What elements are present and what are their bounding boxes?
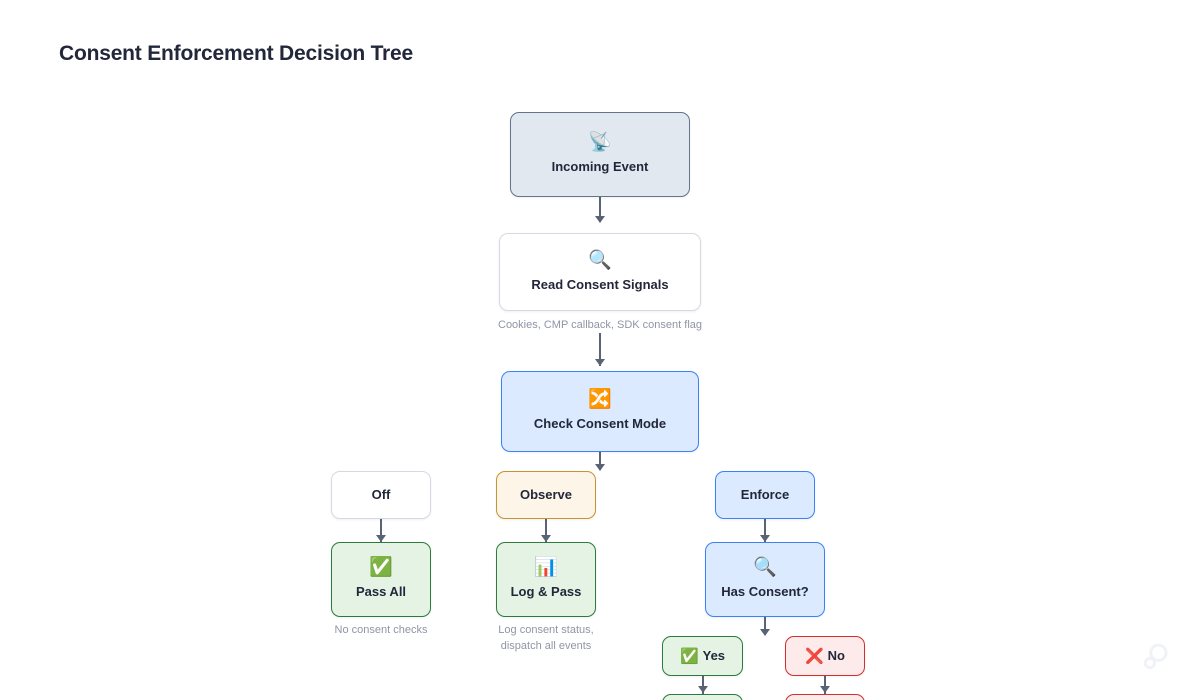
node-label: Has Consent? <box>721 584 809 600</box>
node-mode-enforce[interactable]: Enforce <box>715 471 815 519</box>
node-label: Yes <box>702 647 726 663</box>
node-label: Enforce <box>740 486 790 502</box>
page-title: Consent Enforcement Decision Tree <box>59 42 413 65</box>
watermark-logo <box>1143 643 1168 670</box>
arrowhead-enforce-to-hasconsent <box>760 535 770 542</box>
node-label: Log & Pass <box>510 584 582 600</box>
connector-enforce-to-hasconsent <box>764 519 766 542</box>
node-label: Read Consent Signals <box>531 276 669 292</box>
connector-check-to-observe <box>599 452 601 470</box>
connector-hasconsent-split <box>764 617 766 635</box>
caption-read-consent-signals: Cookies, CMP callback, SDK consent flag <box>498 319 702 331</box>
node-yes-outcome-clipped[interactable] <box>662 694 743 700</box>
arrowhead-check-to-observe <box>595 464 605 471</box>
node-label: No <box>827 647 846 663</box>
connector-observe-to-logpass <box>545 519 547 542</box>
caption-pass-all: No consent checks <box>334 624 428 636</box>
node-label: Observe <box>519 486 573 502</box>
node-has-consent[interactable]: 🔍 Has Consent? <box>705 542 825 617</box>
node-pass-all[interactable]: ✅ Pass All <box>331 542 431 617</box>
arrowhead-yes-to-next <box>698 686 708 693</box>
node-answer-no[interactable]: ❌ No <box>785 636 865 676</box>
node-mode-observe[interactable]: Observe <box>496 471 596 519</box>
node-label: Incoming Event <box>551 159 649 175</box>
magnifying-glass-icon: 🔍 <box>588 249 612 271</box>
node-no-outcome-clipped[interactable] <box>785 694 865 700</box>
arrowhead-read-to-check <box>595 359 605 366</box>
connector-incoming-to-read <box>599 197 601 222</box>
node-answer-yes[interactable]: ✅ Yes <box>662 636 743 676</box>
node-label: Pass All <box>355 584 407 600</box>
bar-chart-icon: 📊 <box>534 557 558 579</box>
node-read-consent-signals[interactable]: 🔍 Read Consent Signals <box>499 233 701 311</box>
node-label: Check Consent Mode <box>533 416 667 432</box>
arrowhead-hasconsent-split <box>760 629 770 636</box>
arrowhead-off-to-passall <box>376 535 386 542</box>
satellite-antenna-icon: 📡 <box>588 132 612 154</box>
arrowhead-no-to-next <box>820 686 830 693</box>
arrowhead-incoming-to-read <box>595 216 605 223</box>
caption-log-and-pass: Log consent status, dispatch all events <box>498 624 594 652</box>
shuffle-icon: 🔀 <box>588 389 612 411</box>
magnifying-glass-icon: 🔍 <box>753 557 777 579</box>
node-mode-off[interactable]: Off <box>331 471 431 519</box>
node-log-and-pass[interactable]: 📊 Log & Pass <box>496 542 596 617</box>
node-check-consent-mode[interactable]: 🔀 Check Consent Mode <box>501 371 699 452</box>
check-mark-icon: ✅ <box>679 647 699 665</box>
cross-mark-icon: ❌ <box>804 647 824 665</box>
check-mark-icon: ✅ <box>369 557 393 579</box>
arrowhead-observe-to-logpass <box>541 535 551 542</box>
connector-read-to-check <box>599 333 601 366</box>
node-label: Off <box>371 486 391 502</box>
node-incoming-event[interactable]: 📡 Incoming Event <box>510 112 690 197</box>
connector-off-to-passall <box>380 519 382 542</box>
